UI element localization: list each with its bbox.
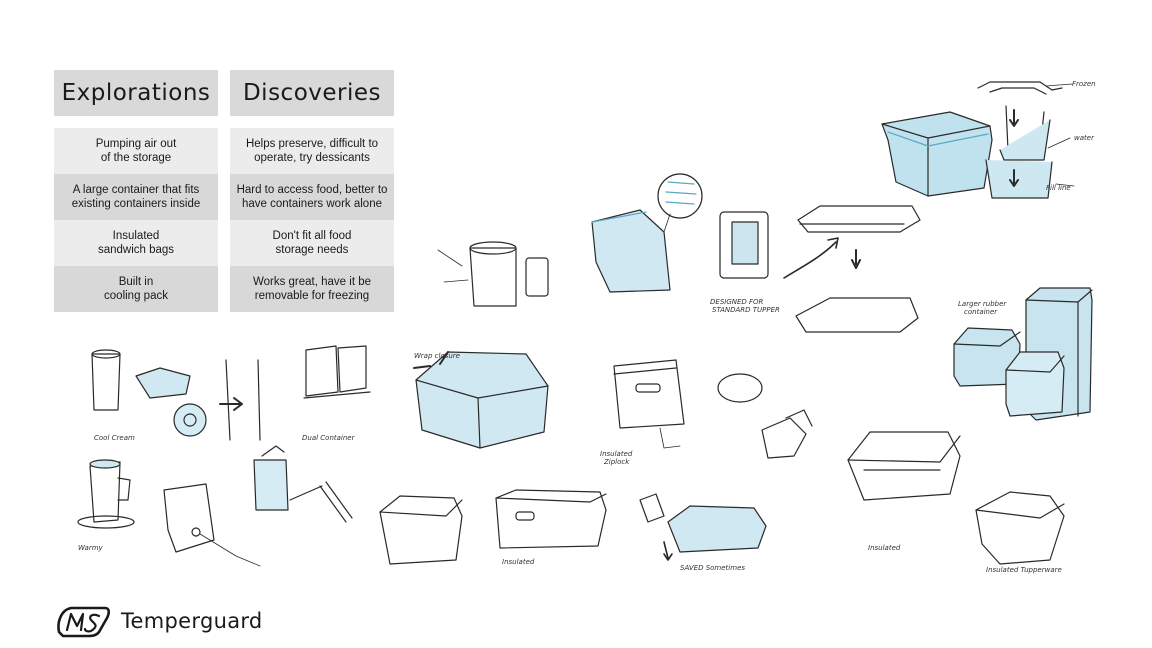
discovery-item: Helps preserve, difficult to operate, tr…	[230, 128, 394, 174]
nested-containers-sketch	[953, 287, 1093, 421]
cold-pack-sketch	[717, 373, 813, 459]
sketch-note: STANDARD TUPPER	[712, 306, 780, 314]
exploration-item: Pumping air out of the storage	[54, 128, 218, 174]
sketch-note: Ziplock	[603, 458, 630, 466]
thermos-sketch	[77, 459, 135, 529]
pump-cup-sketch	[91, 349, 207, 437]
blue-bag-pump-sketch	[639, 493, 767, 561]
exploration-item: A large container that fits existing con…	[54, 174, 218, 220]
exploration-item: Insulated sandwich bags	[54, 220, 218, 266]
sketch-note: water	[1074, 134, 1095, 142]
insulated-box-sketch	[379, 489, 607, 565]
insulated-lid-container-sketch	[413, 351, 549, 449]
jar-sketch	[437, 241, 549, 307]
discovery-item: Hard to access food, better to have cont…	[230, 174, 394, 220]
explorations-heading: Explorations	[54, 70, 218, 116]
logo-icon	[57, 606, 111, 638]
sketch-note: Insulated Tupperware	[986, 566, 1062, 574]
ziplock-sketch	[613, 359, 685, 449]
pipe-sketch	[219, 359, 261, 441]
sketch-note: DESIGNED FOR	[710, 298, 764, 306]
round-bowl-sketch	[975, 491, 1065, 565]
discoveries-column: Discoveries Helps preserve, difficult to…	[230, 70, 394, 312]
sketch-note: Fill line	[1046, 184, 1071, 192]
footer: Temperguard	[55, 604, 263, 638]
discovery-item: Works great, have it be removable for fr…	[230, 266, 394, 312]
clear-tray-sketch	[847, 431, 961, 501]
sketch-note: Insulated	[868, 544, 901, 552]
sketch-note: Cool Cream	[94, 434, 135, 442]
sketch-note: Insulated	[502, 558, 535, 566]
vacuum-bag-sketch	[163, 483, 261, 567]
blue-container-sketch	[881, 111, 993, 197]
sketch-note: container	[964, 308, 998, 316]
discoveries-heading: Discoveries	[230, 70, 394, 116]
sketch-note: Frozen	[1072, 80, 1096, 88]
sketch-note: Dual Container	[302, 434, 356, 442]
discovery-item: Don't fit all food storage needs	[230, 220, 394, 266]
sketch-note: SAVED Sometimes	[680, 564, 745, 572]
sketch-note: Larger rubber	[958, 300, 1007, 308]
bag-sketch	[591, 173, 769, 293]
layer-stack-sketch	[977, 81, 1075, 199]
dual-container-sketch	[303, 345, 371, 399]
sketch-note: Wrap closure	[414, 352, 460, 360]
exploration-item: Built in cooling pack	[54, 266, 218, 312]
brand-name: Temperguard	[121, 609, 263, 633]
vacuum-pump-sketch	[253, 445, 353, 523]
tray-lid-sketch	[783, 205, 921, 333]
explorations-column: Explorations Pumping air out of the stor…	[54, 70, 218, 312]
sketch-note: Warmy	[78, 544, 104, 552]
sketch-note: Insulated	[600, 450, 633, 458]
